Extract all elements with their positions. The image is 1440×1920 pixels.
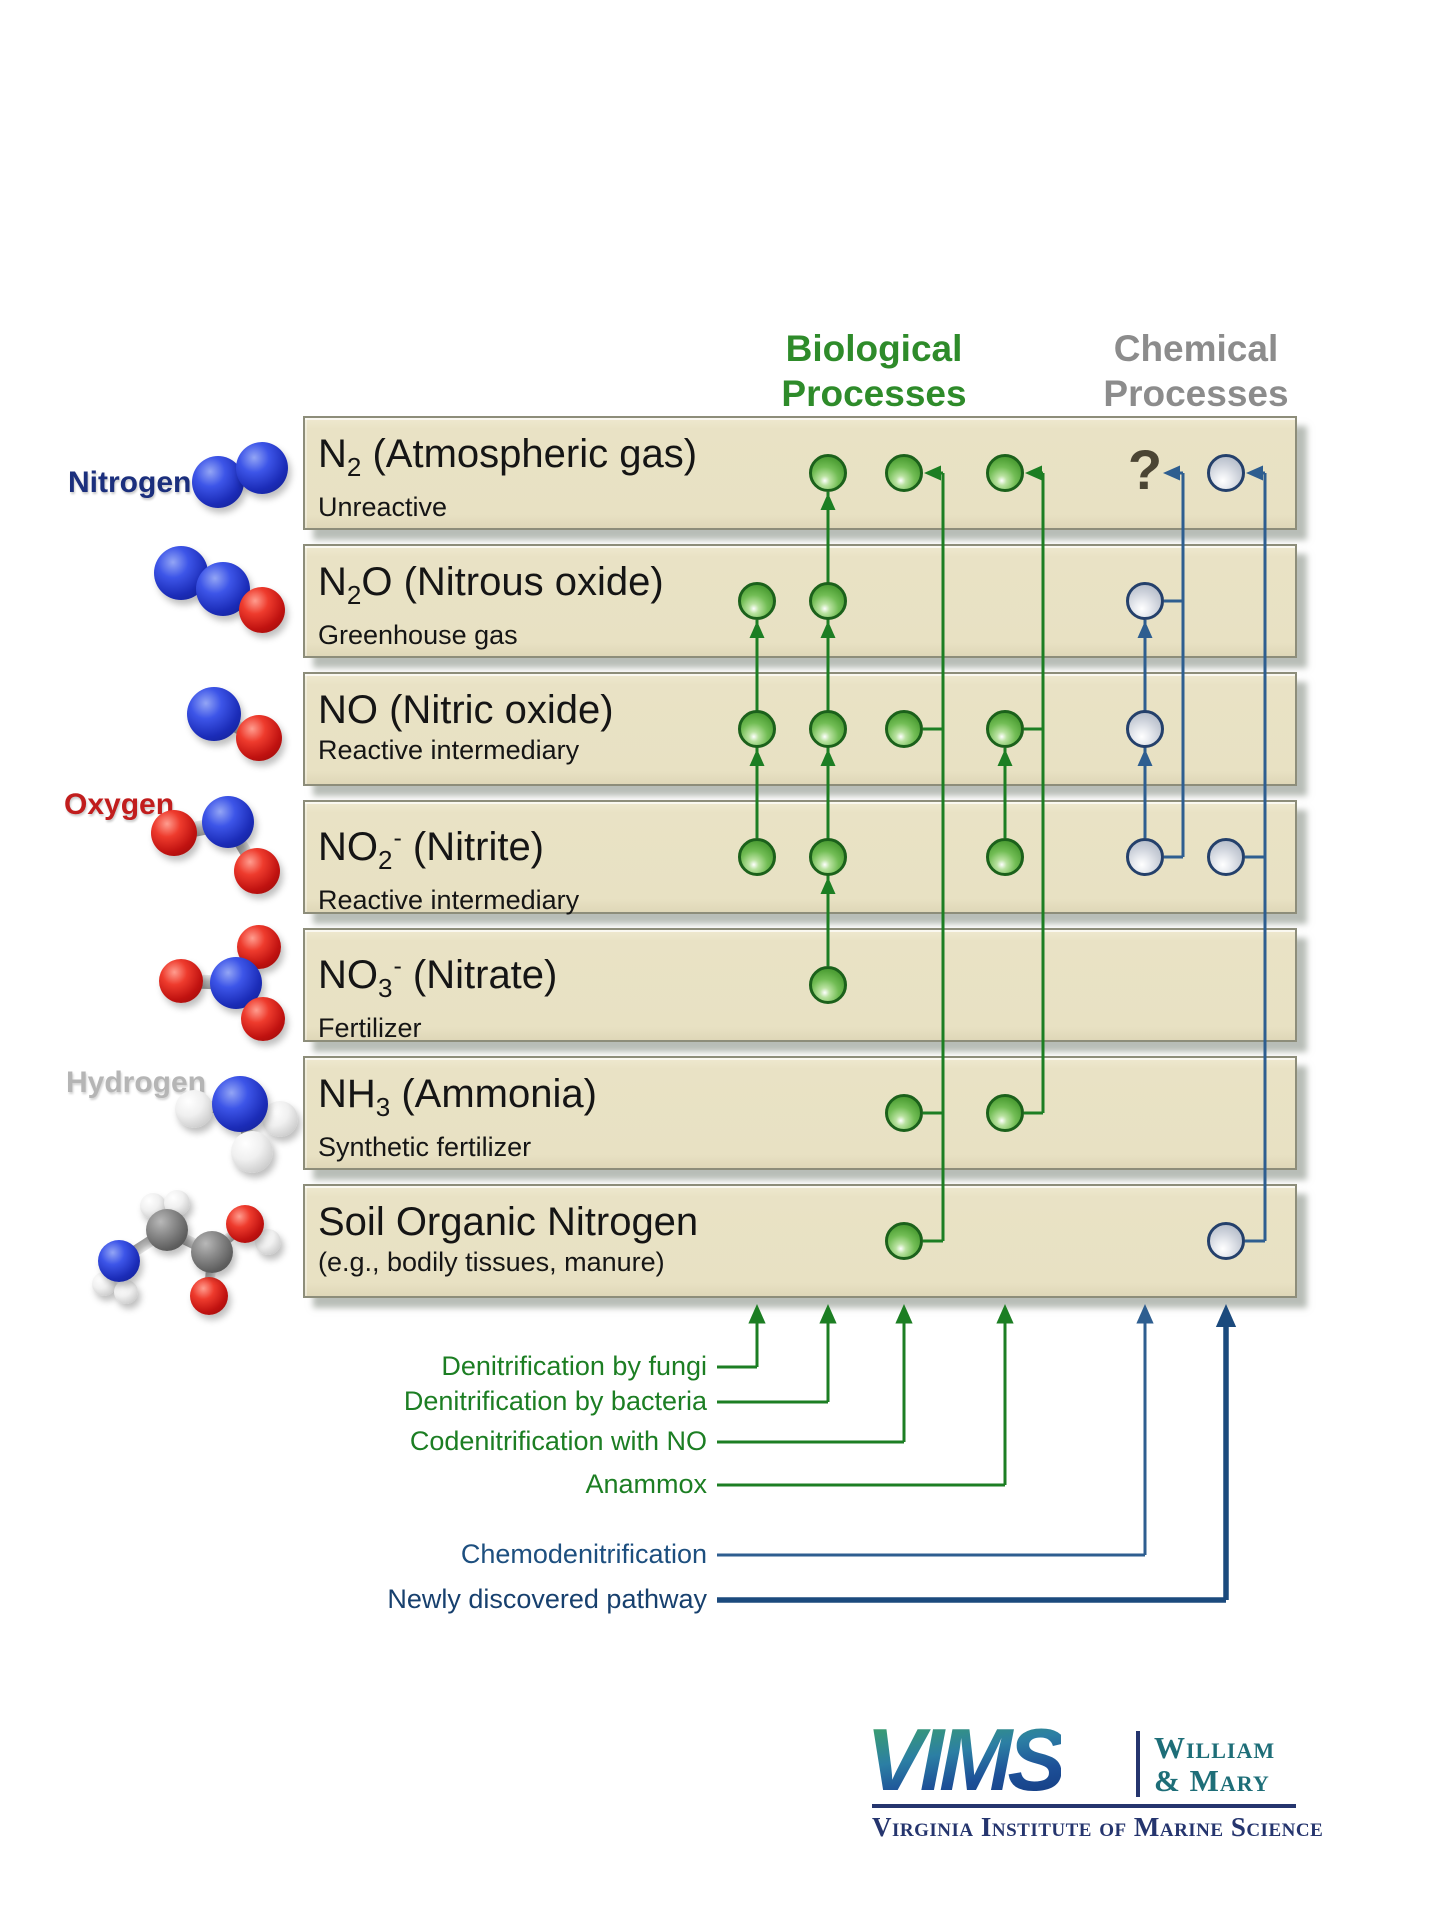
compound-formula: NO3- (Nitrate) <box>318 952 558 1003</box>
process-node-chemical <box>1207 838 1245 876</box>
arrow-up-icon <box>819 1304 837 1324</box>
atom-o <box>239 587 285 633</box>
arrow-left-icon <box>1246 465 1263 481</box>
legend-label: Denitrification by fungi <box>441 1351 707 1381</box>
atom-c <box>146 1209 188 1251</box>
arrow-up-icon <box>820 749 836 766</box>
atom-key-nitrogen-label: Nitrogen <box>68 466 192 499</box>
atom-o <box>236 715 282 761</box>
atom-n <box>212 1076 268 1132</box>
process-node-biological <box>809 582 847 620</box>
atom-h <box>262 1101 298 1137</box>
wm-line1: William <box>1154 1730 1276 1765</box>
process-node-biological <box>885 710 923 748</box>
arrow-up-icon <box>996 1304 1014 1324</box>
compound-description: Reactive intermediary <box>318 885 580 915</box>
atom-o <box>151 810 197 856</box>
arrow-up-icon <box>1137 749 1153 766</box>
compound-description: Fertilizer <box>318 1013 422 1043</box>
legend-label: Chemodenitrification <box>460 1539 707 1569</box>
atom-h <box>175 1090 213 1128</box>
compound-formula: NO (Nitric oxide) <box>318 688 614 732</box>
compound-formula: Soil Organic Nitrogen <box>318 1200 699 1244</box>
legend-label: Anammox <box>585 1469 707 1499</box>
wm-line2: & Mary <box>1154 1763 1270 1798</box>
compound-row-5: NH3 (Ammonia) Synthetic fertilizer <box>303 1056 1297 1170</box>
process-node-chemical <box>1126 838 1164 876</box>
atom-o <box>190 1277 228 1315</box>
atom-key-oxygen-label: Oxygen <box>64 788 175 821</box>
process-node-biological <box>809 966 847 1004</box>
process-node-chemical <box>1126 582 1164 620</box>
compound-description: Synthetic fertilizer <box>318 1132 532 1162</box>
legend-label: Denitrification by bacteria <box>403 1386 707 1416</box>
vims-logo-acronym: VIMS <box>866 1710 1066 1809</box>
arrow-up-icon <box>749 621 765 638</box>
process-node-chemical <box>1207 454 1245 492</box>
compound-description: Greenhouse gas <box>318 620 518 650</box>
process-node-biological <box>885 454 923 492</box>
process-node-biological <box>885 1094 923 1132</box>
uncertain-product-question-mark: ? <box>1127 438 1163 501</box>
compound-description: Unreactive <box>318 492 448 522</box>
atom-h <box>114 1280 138 1304</box>
process-node-biological <box>738 838 776 876</box>
arrow-up-icon <box>997 749 1013 766</box>
process-node-chemical <box>1126 710 1164 748</box>
compound-formula: N2 (Atmospheric gas) <box>318 432 698 482</box>
atom-o <box>226 1205 264 1243</box>
atom-n <box>187 687 241 741</box>
compound-row-4: NO3- (Nitrate) Fertilizer <box>303 928 1297 1043</box>
arrow-up-icon <box>1137 621 1153 638</box>
legend-label: Codenitrification with NO <box>409 1426 707 1456</box>
logo-rule <box>872 1804 1296 1808</box>
compound-formula: NO2- (Nitrite) <box>318 824 545 875</box>
process-node-biological <box>986 710 1024 748</box>
atom-n <box>98 1240 140 1282</box>
process-node-biological <box>986 454 1024 492</box>
process-node-biological <box>809 838 847 876</box>
arrow-left-icon <box>1025 465 1042 481</box>
process-node-biological <box>738 582 776 620</box>
process-node-biological <box>986 1094 1024 1132</box>
compound-row-6: Soil Organic Nitrogen(e.g., bodily tissu… <box>303 1184 1297 1298</box>
process-node-biological <box>986 838 1024 876</box>
arrow-up-icon <box>1136 1304 1154 1324</box>
william-and-mary-wordmark: William & Mary <box>1154 1731 1275 1797</box>
arrow-up-icon <box>820 877 836 894</box>
atom-o <box>241 997 285 1041</box>
process-node-biological <box>885 1222 923 1260</box>
compound-formula: NH3 (Ammonia) <box>318 1072 597 1122</box>
arrow-up-icon <box>748 1304 766 1324</box>
arrow-up-icon <box>1215 1304 1237 1327</box>
arrow-up-icon <box>749 749 765 766</box>
atom-o <box>234 848 280 894</box>
process-node-biological <box>738 710 776 748</box>
atom-n <box>236 442 288 494</box>
arrow-up-icon <box>820 621 836 638</box>
compound-formula: N2O (Nitrous oxide) <box>318 560 664 610</box>
atom-o <box>159 959 203 1003</box>
process-node-biological <box>809 710 847 748</box>
legend-label: Newly discovered pathway <box>387 1584 707 1614</box>
atom-n <box>192 456 244 508</box>
arrow-left-icon <box>924 465 941 481</box>
institute-name: Virginia Institute of Marine Science <box>872 1812 1324 1842</box>
atom-c <box>191 1231 233 1273</box>
arrow-up-icon <box>820 493 836 510</box>
arrow-left-icon <box>1163 465 1180 481</box>
process-node-biological <box>809 454 847 492</box>
atom-n <box>202 796 254 848</box>
compound-description: (e.g., bodily tissues, manure) <box>318 1247 665 1277</box>
atom-h <box>231 1131 273 1173</box>
compound-row-0: N2 (Atmospheric gas) Unreactive <box>303 416 1297 530</box>
logo-divider-bar <box>1136 1731 1140 1797</box>
process-node-chemical <box>1207 1222 1245 1260</box>
compound-description: Reactive intermediary <box>318 735 580 765</box>
arrow-up-icon <box>895 1304 913 1324</box>
